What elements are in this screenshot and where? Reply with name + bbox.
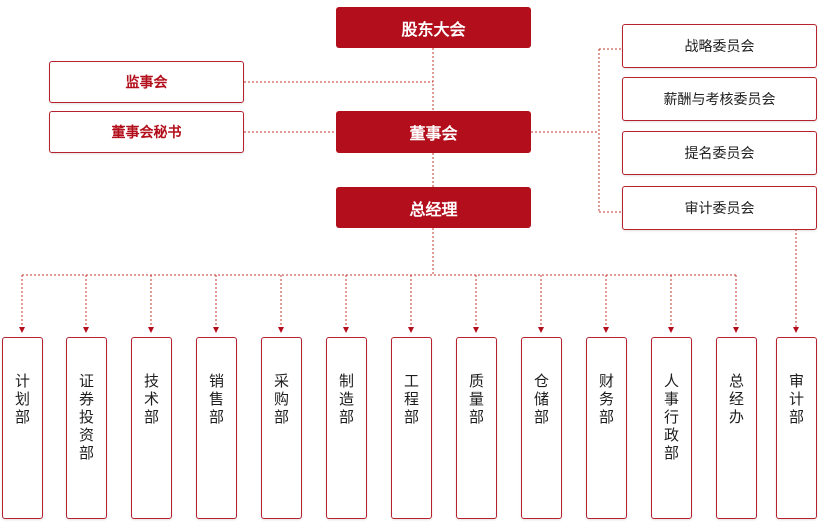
- board-secretary-node: 董事会秘书: [49, 111, 244, 153]
- dept-label: 质量部: [467, 373, 485, 427]
- dept-finance: 财务部: [586, 337, 627, 519]
- dept-label: 证券投资部: [77, 373, 95, 463]
- dept-label: 人事行政部: [662, 373, 680, 463]
- dept-warehousing: 仓储部: [521, 337, 562, 519]
- dept-label: 计划部: [13, 373, 31, 427]
- committee-label: 战略委员会: [684, 39, 755, 55]
- dept-quality: 质量部: [456, 337, 497, 519]
- shareholders-meeting-node: 股东大会: [336, 7, 531, 48]
- committee-nomination-node: 提名委员会: [622, 131, 817, 175]
- dept-label: 审计部: [787, 373, 805, 427]
- general-manager-label: 总经理: [409, 199, 458, 219]
- dept-sales: 销售部: [196, 337, 237, 519]
- committee-label: 提名委员会: [684, 146, 755, 162]
- dept-planning: 计划部: [2, 337, 43, 519]
- dept-label: 技术部: [142, 373, 160, 427]
- committee-label: 审计委员会: [684, 201, 755, 217]
- dept-technology: 技术部: [131, 337, 172, 519]
- dept-engineering: 工程部: [391, 337, 432, 519]
- dept-label: 工程部: [402, 373, 420, 427]
- board-of-directors-label: 董事会: [409, 124, 458, 143]
- dept-general-office: 总经办: [716, 337, 757, 519]
- general-manager-node: 总经理: [336, 187, 531, 228]
- dept-label: 销售部: [207, 373, 225, 427]
- dept-manufacturing: 制造部: [326, 337, 367, 519]
- dept-audit: 审计部: [776, 337, 817, 519]
- board-of-directors-node: 董事会: [336, 111, 531, 153]
- committee-label: 薪酬与考核委员会: [663, 92, 776, 108]
- dept-securities-investment: 证券投资部: [66, 337, 107, 519]
- committee-audit-node: 审计委员会: [622, 186, 817, 230]
- committee-strategy-node: 战略委员会: [622, 24, 817, 68]
- dept-label: 总经办: [727, 373, 745, 427]
- dept-hr-administration: 人事行政部: [651, 337, 692, 519]
- supervisory-board-label: 监事会: [125, 75, 168, 91]
- dept-label: 仓储部: [532, 373, 550, 427]
- dept-procurement: 采购部: [261, 337, 302, 519]
- board-secretary-label: 董事会秘书: [111, 125, 182, 141]
- dept-label: 采购部: [272, 373, 290, 427]
- dept-label: 财务部: [597, 373, 615, 427]
- supervisory-board-node: 监事会: [49, 61, 244, 103]
- committee-compensation-node: 薪酬与考核委员会: [622, 77, 817, 121]
- shareholders-meeting-label: 股东大会: [401, 19, 466, 39]
- dept-label: 制造部: [337, 373, 355, 427]
